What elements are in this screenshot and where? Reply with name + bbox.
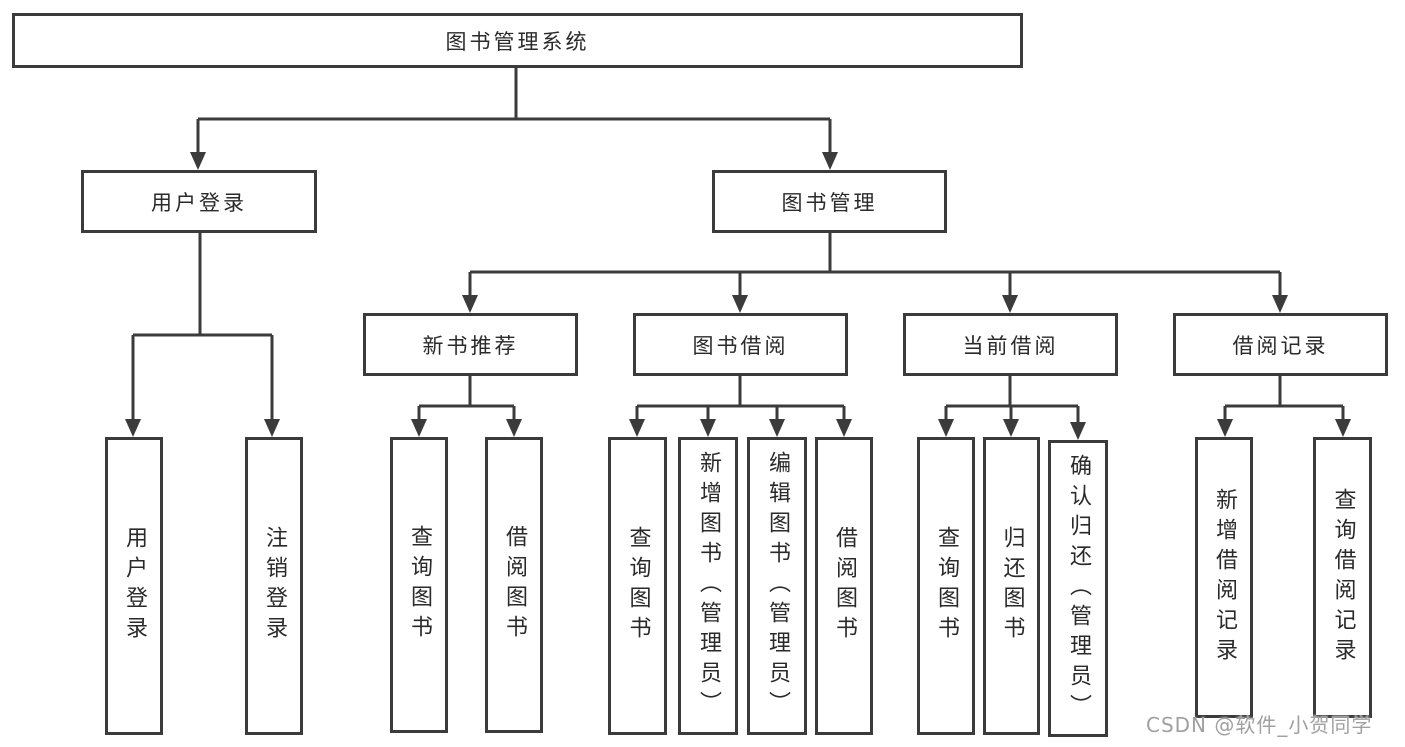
node-book-borrow: 图书借阅 — [633, 313, 848, 376]
node-book-management: 图书管理 — [712, 170, 947, 233]
arrowhead — [190, 152, 206, 170]
node-root: 图书管理系统 — [12, 13, 1023, 68]
leaf-current-return-book-label: 归还图书 — [999, 526, 1025, 646]
leaf-current-return-book: 归还图书 — [983, 437, 1040, 735]
arrowhead — [264, 419, 280, 437]
node-user-login: 用户登录 — [81, 170, 317, 233]
leaf-record-query-record: 查询借阅记录 — [1313, 437, 1372, 718]
arrowheads — [125, 152, 1351, 440]
leaf-borrow-query-book-label: 查询图书 — [625, 526, 651, 646]
leaf-user-login-label: 用户登录 — [122, 526, 147, 646]
arrowhead — [462, 295, 478, 313]
arrowhead — [1272, 295, 1288, 313]
arrowhead — [1070, 422, 1086, 440]
arrowhead — [1002, 295, 1018, 313]
arrowhead — [938, 419, 954, 437]
leaf-user-login: 用户登录 — [105, 437, 163, 735]
leaf-recommend-query-book: 查询图书 — [390, 437, 448, 733]
connector-root-to-level2 — [196, 68, 832, 156]
node-user-login-label: 用户登录 — [151, 190, 247, 215]
leaf-record-query-record-label: 查询借阅记录 — [1330, 487, 1356, 668]
leaf-borrow-edit-book-admin-label: 编辑图书（管理员） — [765, 451, 790, 721]
arrowhead — [1335, 419, 1351, 437]
arrowhead — [769, 419, 785, 437]
connector-borrow-to-leaves — [635, 376, 846, 423]
node-new-book-recommend: 新书推荐 — [363, 313, 578, 376]
node-current-borrow-label: 当前借阅 — [962, 333, 1059, 358]
arrowhead — [1217, 419, 1233, 437]
leaf-recommend-borrow-book: 借阅图书 — [485, 437, 543, 733]
leaf-borrow-add-book-admin: 新增图书（管理员） — [678, 437, 738, 735]
arrowhead — [836, 419, 852, 437]
leaf-recommend-borrow-book-label: 借阅图书 — [502, 525, 527, 645]
leaf-current-confirm-return-admin-label: 确认归还（管理员） — [1066, 453, 1091, 724]
arrowhead — [629, 419, 645, 437]
watermark: CSDN @软件_小贺同学 — [1146, 713, 1373, 737]
arrowhead — [1003, 419, 1019, 437]
node-current-borrow: 当前借阅 — [903, 313, 1118, 376]
node-borrow-record: 借阅记录 — [1173, 313, 1388, 376]
node-root-label: 图书管理系统 — [445, 29, 590, 54]
node-book-borrow-label: 图书借阅 — [692, 333, 789, 358]
node-book-management-label: 图书管理 — [781, 190, 878, 215]
node-borrow-record-label: 借阅记录 — [1232, 333, 1329, 358]
arrowhead — [700, 419, 716, 437]
arrowhead — [506, 419, 522, 437]
arrowhead — [411, 419, 427, 437]
leaf-current-query-book: 查询图书 — [917, 437, 975, 735]
leaf-borrow-edit-book-admin: 编辑图书（管理员） — [747, 437, 807, 735]
node-new-book-recommend-label: 新书推荐 — [422, 333, 519, 358]
leaf-borrow-borrow-book-label: 借阅图书 — [832, 526, 857, 646]
leaf-borrow-add-book-admin-label: 新增图书（管理员） — [696, 451, 721, 721]
leaf-logout-label: 注销登录 — [262, 526, 287, 646]
connector-current-to-leaves — [944, 376, 1080, 426]
connector-userlogin-to-leaves — [131, 233, 274, 423]
leaf-borrow-query-book: 查询图书 — [608, 437, 667, 735]
leaf-borrow-borrow-book: 借阅图书 — [815, 437, 873, 735]
arrowhead — [822, 152, 838, 170]
leaf-current-query-book-label: 查询图书 — [934, 526, 959, 646]
leaf-recommend-query-book-label: 查询图书 — [407, 525, 432, 645]
leaf-record-add-record-label: 新增借阅记录 — [1212, 487, 1237, 668]
leaf-record-add-record: 新增借阅记录 — [1195, 437, 1253, 718]
leaf-current-confirm-return-admin: 确认归还（管理员） — [1048, 440, 1108, 737]
arrowhead — [125, 419, 141, 437]
connector-recommend-to-leaves — [417, 376, 516, 423]
leaf-logout: 注销登录 — [245, 437, 303, 735]
connector-bookmgmt-to-level3 — [468, 233, 1282, 299]
arrowhead — [732, 295, 748, 313]
connector-record-to-leaves — [1223, 376, 1345, 423]
